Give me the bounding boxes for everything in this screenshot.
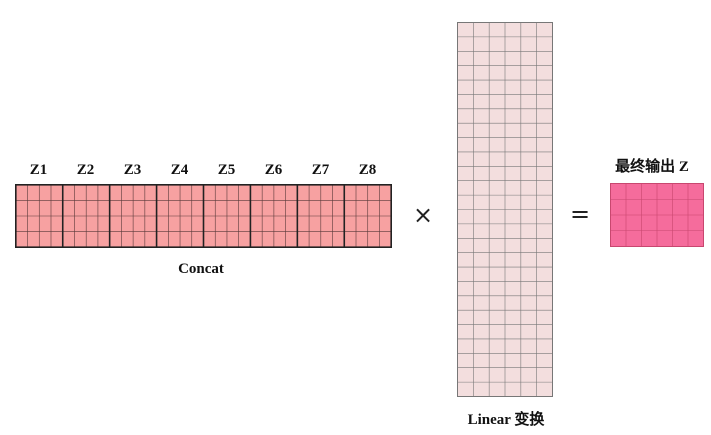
output-label: 最终输出 Z [615, 159, 689, 175]
equals-operator: = [570, 200, 591, 228]
head-label-z5: Z5 [217, 162, 236, 178]
head-label-z8: Z8 [358, 162, 377, 178]
output-matrix [610, 183, 704, 247]
multiply-operator: × [413, 201, 434, 229]
concat-matrix [15, 184, 392, 248]
head-label-z1: Z1 [29, 162, 48, 178]
linear-label: Linear 变换 [467, 412, 545, 428]
linear-border [457, 22, 553, 397]
head-label-z3: Z3 [123, 162, 142, 178]
head-label-z4: Z4 [170, 162, 189, 178]
concat-label: Concat [178, 261, 224, 277]
linear-weight-matrix [457, 22, 553, 397]
concat-border [15, 184, 392, 248]
head-label-z6: Z6 [264, 162, 283, 178]
head-label-z7: Z7 [311, 162, 330, 178]
head-label-z2: Z2 [76, 162, 95, 178]
output-border [610, 183, 704, 247]
